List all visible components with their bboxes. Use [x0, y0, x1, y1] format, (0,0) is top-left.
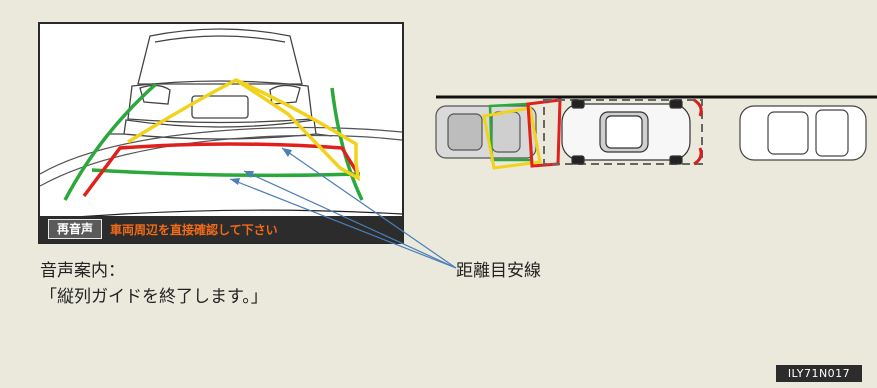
- own-vehicle: [561, 99, 691, 165]
- red-guide-line: [82, 142, 360, 198]
- voice-bar: 再音声 車両周辺を直接確認して下さい: [40, 216, 402, 242]
- overhead-yellow-guide: [482, 106, 542, 170]
- overhead-green-guide: [488, 102, 534, 162]
- overhead-red-guide: [526, 98, 562, 168]
- front-parked-car: [739, 105, 867, 161]
- curb-outline: [40, 126, 402, 187]
- own-vehicle-area: [543, 99, 703, 165]
- caption-line-2: 「縦列ガイドを終了します。」: [40, 287, 268, 307]
- steering-arrow-icon: [693, 98, 703, 166]
- rear-parked-car: [435, 105, 537, 159]
- green-guide-line: [63, 82, 364, 201]
- caption-line-1: 音声案内：: [40, 261, 125, 281]
- figure-id-badge: ILY71N017: [776, 365, 862, 382]
- warning-message: 車両周辺を直接確認して下さい: [110, 222, 278, 237]
- replay-voice-button[interactable]: 再音声: [48, 219, 103, 239]
- camera-scene: [40, 28, 402, 221]
- parked-car-outline: [110, 28, 333, 140]
- voice-guidance-caption: 音声案内： 「縦列ガイドを終了します。」: [40, 258, 268, 310]
- distance-guide-label: 距離目安線: [456, 261, 541, 281]
- rear-camera-view: 再音声 車両周辺を直接確認して下さい: [38, 22, 404, 244]
